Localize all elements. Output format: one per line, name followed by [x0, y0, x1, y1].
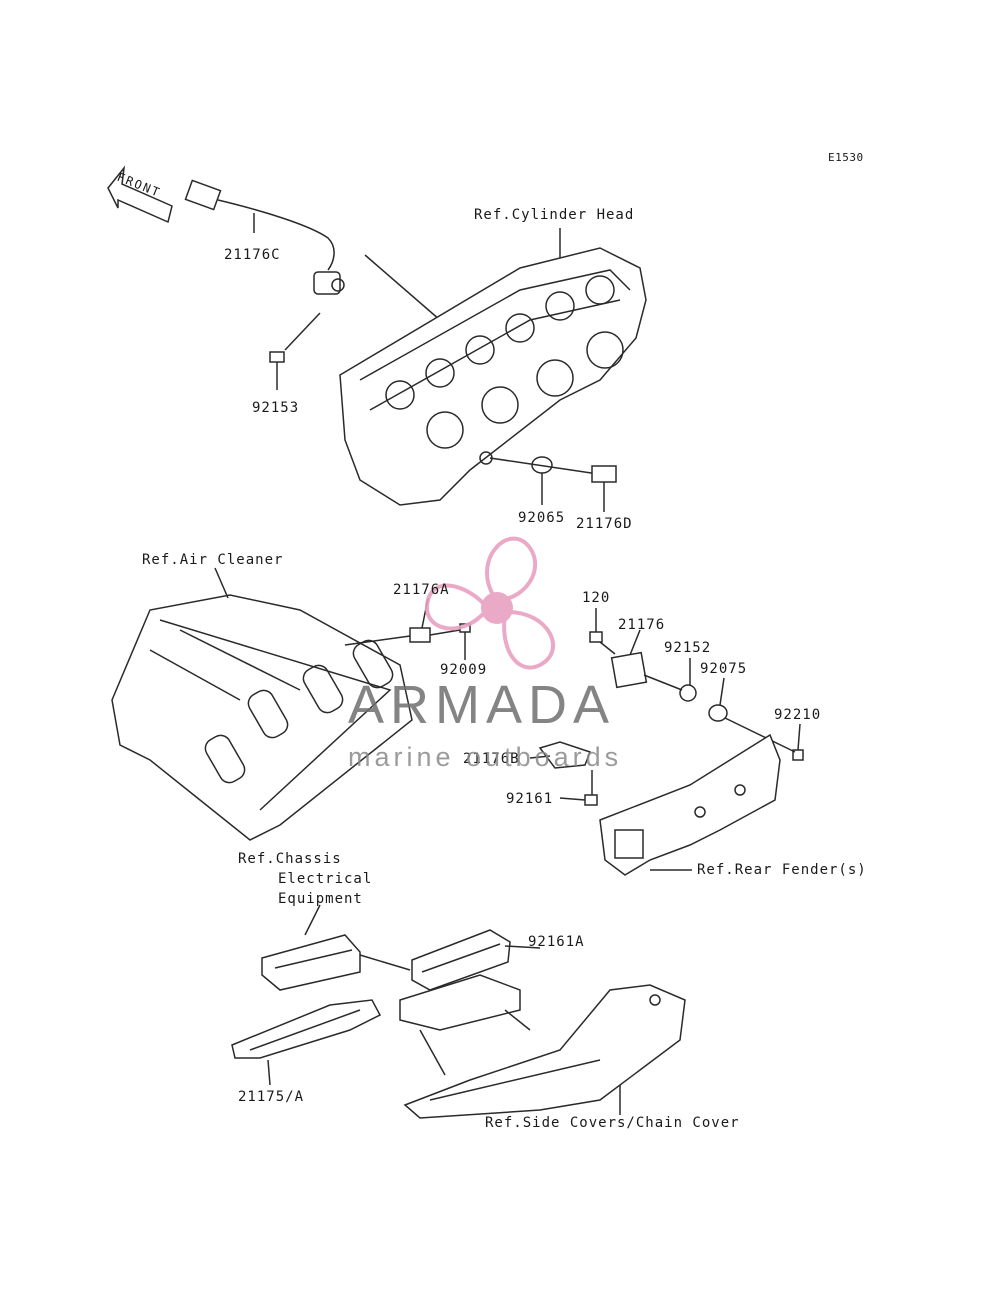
- collar-92075: [708, 677, 796, 753]
- part-label-21176a: 21176A: [393, 582, 450, 598]
- ref-cylinder-head: Ref.Cylinder Head: [474, 207, 635, 223]
- side-cover: [403, 984, 686, 1119]
- watermark-tagline: marine outboards: [348, 742, 623, 772]
- part-label-21175a: 21175/A: [238, 1089, 305, 1105]
- part-label-92075: 92075: [700, 661, 748, 677]
- part-label-92210: 92210: [774, 707, 822, 723]
- armada-propeller-logo: [424, 536, 555, 670]
- ref-chassis-line1: Ref.Chassis: [238, 851, 342, 867]
- part-label-92153: 92153: [252, 400, 300, 416]
- diagram-code: E1530: [828, 151, 864, 164]
- module-21175a: [231, 999, 382, 1059]
- sensor-21176: [610, 629, 683, 691]
- cylinder-head: [339, 247, 647, 506]
- part-label-120: 120: [582, 590, 611, 606]
- part-label-92161: 92161: [506, 791, 554, 807]
- part-label-21176b: 21176B: [463, 751, 520, 767]
- part-label-92065: 92065: [518, 510, 566, 526]
- rear-fender-bracket: [599, 733, 781, 876]
- sensor-21176a: [344, 627, 461, 646]
- bolt-92153: [269, 351, 285, 390]
- bolt-92161: [559, 770, 598, 806]
- part-label-21176c: 21176C: [224, 247, 281, 263]
- air-cleaner: [111, 594, 413, 841]
- part-label-92161a: 92161A: [528, 934, 585, 950]
- grommet-92152: [679, 658, 697, 702]
- sensor-21176d: [591, 465, 617, 512]
- ecu-holder: [399, 974, 521, 1031]
- ref-rear-fender: Ref.Rear Fender(s): [697, 862, 867, 878]
- bracket-21176b: [529, 741, 591, 769]
- ecu-92161a: [411, 929, 541, 991]
- ref-air-cleaner: Ref.Air Cleaner: [142, 552, 284, 568]
- ref-side-covers: Ref.Side Covers/Chain Cover: [485, 1115, 740, 1131]
- part-label-92152: 92152: [664, 640, 712, 656]
- bolt-120: [589, 608, 616, 655]
- chassis-electrical-box: [261, 934, 361, 991]
- ref-chassis-line3: Equipment: [278, 891, 363, 907]
- front-arrow-icon: [107, 165, 173, 224]
- part-label-21176: 21176: [618, 617, 666, 633]
- part-label-92009: 92009: [440, 662, 488, 678]
- sensor-21176c: [184, 179, 345, 295]
- watermark-brand: ARMADA: [348, 675, 616, 735]
- part-label-21176d: 21176D: [576, 516, 633, 532]
- nut-92210: [792, 723, 804, 761]
- ref-chassis-line2: Electrical: [278, 871, 373, 887]
